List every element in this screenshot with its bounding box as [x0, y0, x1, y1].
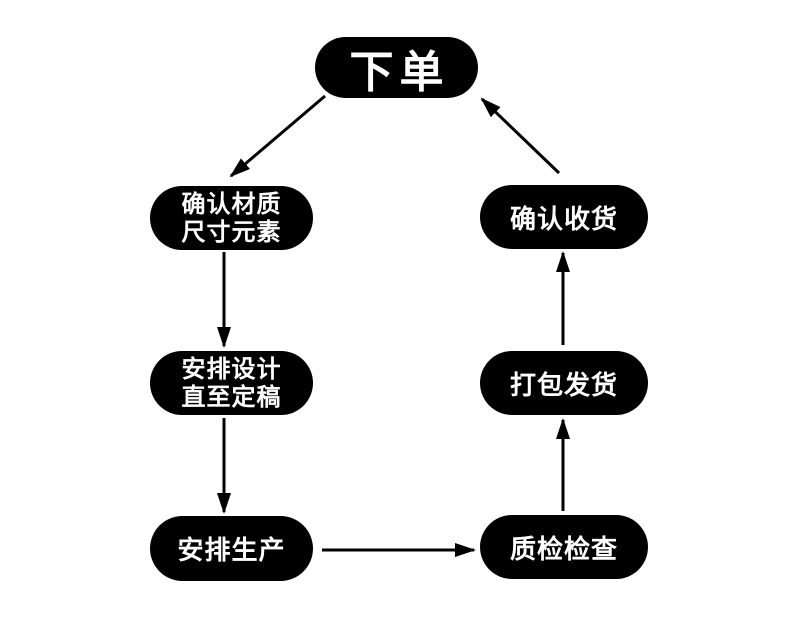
node-label: 安排生产 [177, 536, 286, 566]
node-confirm-receipt: 确认收货 [480, 185, 648, 249]
node-label-line2: 直至定稿 [181, 383, 282, 411]
node-label: 质检检查 [509, 534, 618, 565]
edge-place-order-to-confirm-material [229, 94, 326, 178]
node-label-line1: 确认材质 [181, 189, 282, 218]
node-label-line2: 尺寸元素 [181, 218, 282, 246]
node-quality-inspection: 质检检查 [480, 515, 648, 579]
node-confirm-material: 确认材质 尺寸元素 [150, 186, 313, 250]
node-arrange-production: 安排生产 [150, 516, 313, 581]
node-label: 确认收货 [509, 204, 618, 235]
node-label: 下单 [349, 46, 450, 98]
node-arrange-design: 安排设计 直至定稿 [150, 351, 313, 415]
node-label: 打包发货 [509, 370, 618, 401]
node-pack-ship: 打包发货 [480, 351, 648, 415]
node-place-order: 下单 [315, 37, 478, 98]
edge-confirm-receipt-to-place-order [480, 97, 561, 175]
node-label-line1: 安排设计 [181, 354, 282, 383]
